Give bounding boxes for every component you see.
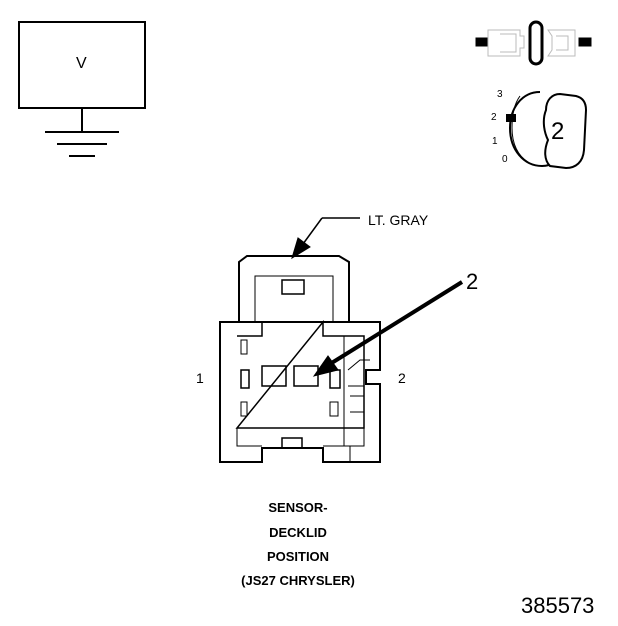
pin-callout-number: 2 xyxy=(466,269,479,294)
key-position-0: 0 xyxy=(502,154,508,165)
probe-icon xyxy=(475,20,592,66)
caption-line-3: POSITION xyxy=(266,549,330,564)
caption-line-2: DECKLID xyxy=(269,525,327,540)
connector-body xyxy=(219,255,381,463)
key-position-3: 3 xyxy=(497,89,503,100)
key-position-1: 1 xyxy=(492,136,498,147)
color-leader-arrow xyxy=(291,217,360,260)
key-position-2: 2 xyxy=(491,112,497,123)
figure-id: 385573 xyxy=(521,593,595,618)
caption-line-4: (JS27 CHRYSLER) xyxy=(241,573,355,588)
voltmeter-symbol xyxy=(18,21,146,157)
voltmeter-label: V xyxy=(76,55,87,72)
caption-line-1: SENSOR- xyxy=(268,500,328,515)
key-number: 2 xyxy=(551,118,565,145)
connector-color-label: LT. GRAY xyxy=(368,212,429,228)
pin-callout-arrow xyxy=(312,280,464,377)
ignition-key-icon xyxy=(506,91,588,170)
left-pin-number: 1 xyxy=(196,370,204,386)
right-pin-number: 2 xyxy=(398,370,406,386)
